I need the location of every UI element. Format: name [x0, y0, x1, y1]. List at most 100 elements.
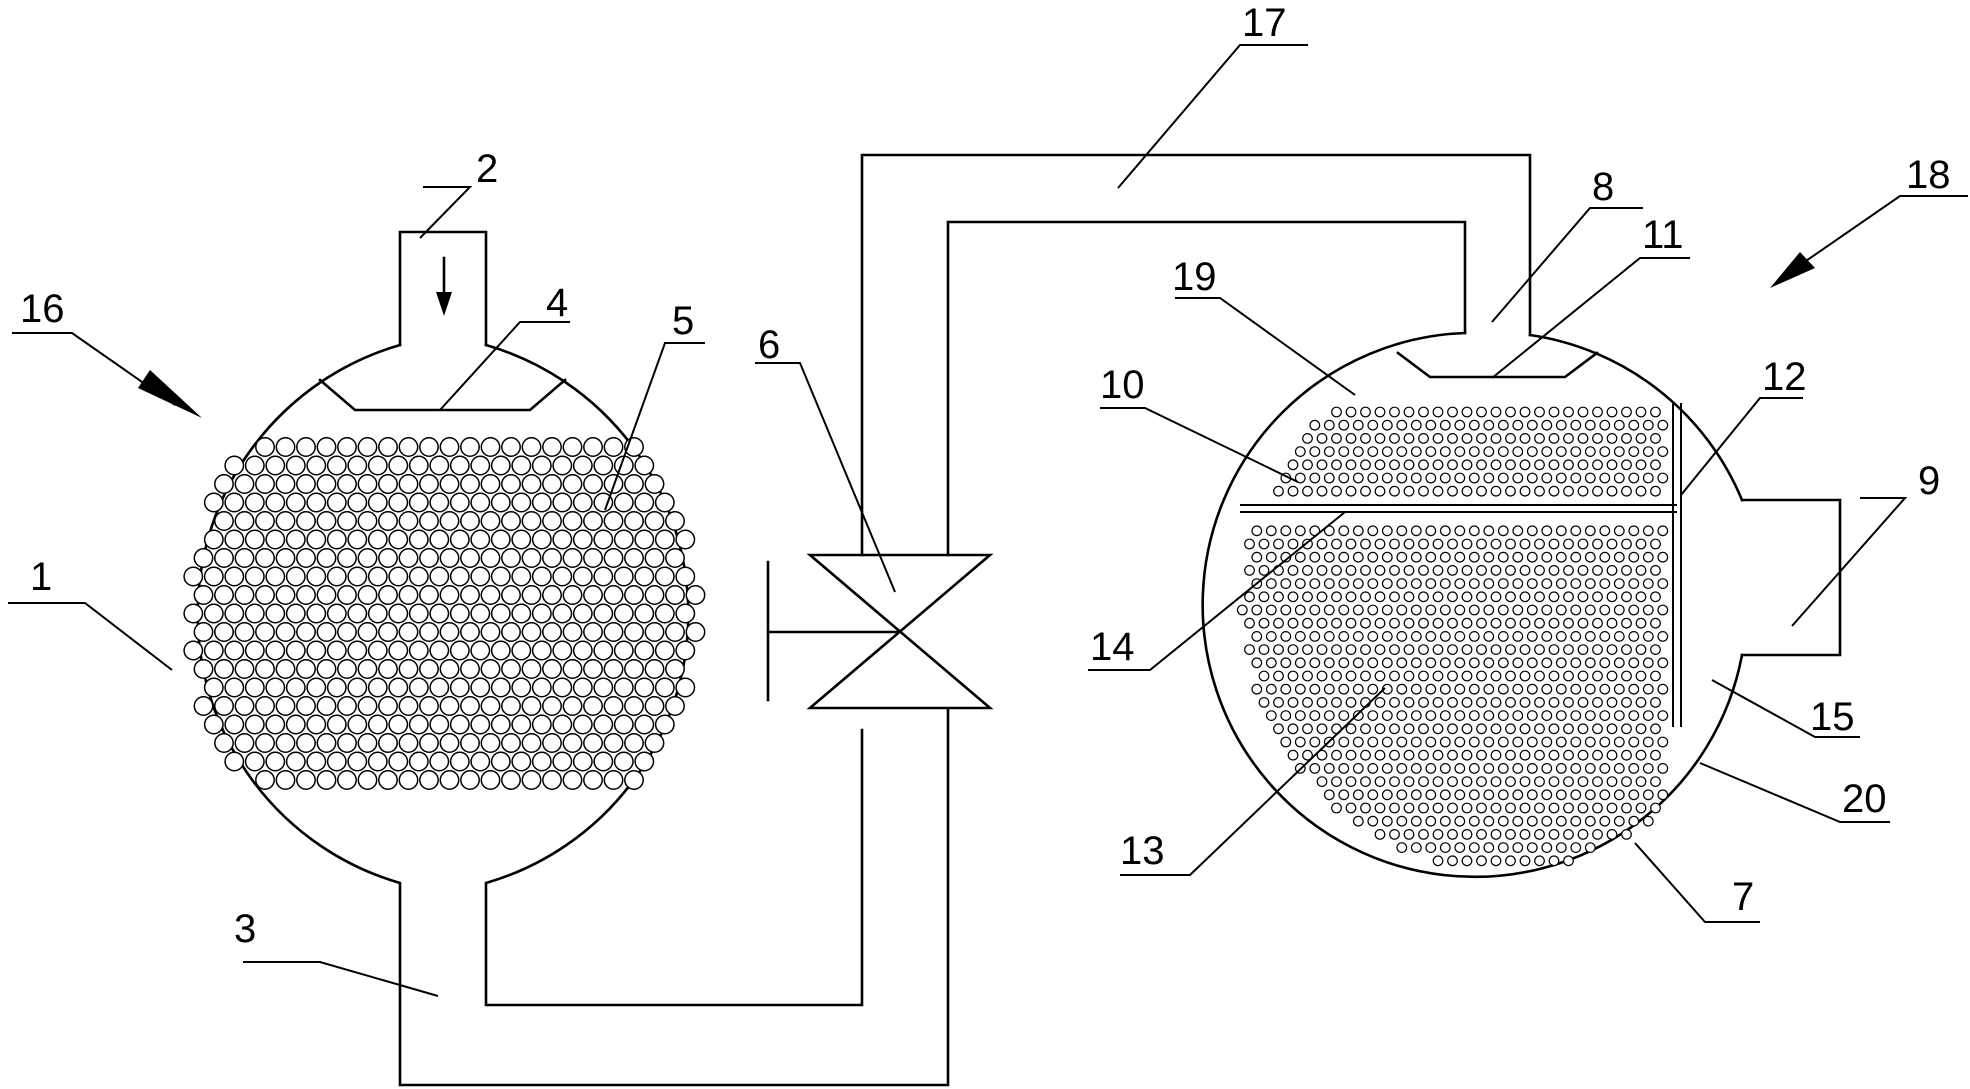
label-17: 17 — [1242, 1, 1287, 45]
tube — [1642, 578, 1654, 589]
tube — [1483, 631, 1495, 642]
tube — [460, 437, 480, 457]
tube — [1505, 802, 1516, 814]
tube — [511, 529, 532, 550]
tube — [1454, 472, 1466, 484]
tube — [1519, 591, 1531, 603]
tube — [1345, 802, 1357, 814]
tube — [460, 474, 480, 494]
tube — [296, 437, 316, 457]
tube — [398, 733, 419, 753]
tube — [1316, 485, 1328, 497]
valve-body — [806, 553, 994, 710]
tube — [1628, 710, 1640, 721]
tube — [1374, 697, 1386, 708]
tube — [1345, 670, 1357, 682]
tube — [1657, 710, 1669, 721]
tube — [470, 455, 491, 476]
label-12: 12 — [1762, 355, 1807, 399]
tube — [1461, 723, 1473, 735]
tube — [675, 529, 696, 550]
tube — [542, 659, 562, 679]
tube — [1345, 565, 1357, 576]
tube — [398, 437, 419, 457]
right-side-nozzle — [1740, 498, 1842, 657]
tube — [1512, 631, 1524, 642]
tube — [552, 566, 573, 587]
tube — [1461, 485, 1473, 497]
tube — [439, 585, 460, 605]
tube — [1483, 657, 1495, 669]
tube — [1418, 591, 1429, 603]
tube — [1468, 525, 1480, 537]
tube — [490, 455, 511, 476]
tube — [583, 733, 603, 753]
tube — [419, 622, 439, 642]
tube — [521, 548, 542, 568]
tube — [1389, 406, 1400, 418]
tube — [1657, 789, 1669, 801]
tube — [1461, 829, 1473, 840]
tube — [1505, 565, 1516, 576]
tube — [214, 585, 234, 605]
tube — [1570, 631, 1582, 642]
tube — [1273, 670, 1284, 682]
tube — [1273, 723, 1284, 735]
tube — [1512, 657, 1524, 669]
tube — [460, 770, 480, 790]
tube — [1389, 617, 1400, 629]
tube — [296, 659, 316, 679]
tube — [1432, 670, 1444, 682]
label-13: 13 — [1120, 829, 1165, 873]
tube — [1606, 644, 1618, 655]
tube — [1345, 406, 1357, 418]
tube — [1316, 538, 1328, 550]
tube — [419, 733, 439, 753]
tube — [1454, 683, 1466, 695]
tube — [1287, 617, 1299, 629]
tube — [265, 566, 286, 587]
tube — [490, 603, 511, 624]
tube — [1345, 591, 1357, 603]
tube — [1476, 749, 1487, 761]
tube — [1519, 802, 1531, 814]
tube — [265, 529, 286, 550]
tube — [1497, 657, 1509, 669]
tube — [1541, 736, 1553, 748]
tube — [583, 622, 603, 642]
tube — [501, 548, 521, 568]
tube — [552, 714, 573, 735]
tube — [367, 455, 388, 476]
tube — [1439, 419, 1451, 431]
tube — [1657, 763, 1669, 774]
tube — [1555, 419, 1567, 431]
tube — [1439, 472, 1451, 484]
tube — [531, 714, 552, 735]
tube — [367, 529, 388, 550]
tube — [1396, 472, 1408, 484]
tube — [1570, 578, 1582, 589]
tube — [1635, 459, 1647, 471]
label-20: 20 — [1842, 777, 1887, 821]
tube — [1621, 617, 1632, 629]
tube — [1497, 631, 1509, 642]
tube — [1396, 446, 1408, 458]
tube — [1635, 591, 1647, 603]
tube — [1418, 749, 1429, 761]
tube — [1432, 723, 1444, 735]
tube — [562, 622, 583, 642]
tube — [1454, 551, 1466, 563]
tube — [1468, 446, 1480, 458]
tube — [1541, 604, 1553, 616]
tube — [1468, 472, 1480, 484]
tube — [1381, 419, 1393, 431]
tube — [1642, 736, 1654, 748]
tube — [1461, 670, 1473, 682]
tube — [244, 455, 265, 476]
label-19: 19 — [1172, 255, 1217, 299]
tube — [1265, 683, 1277, 695]
label-16: 16 — [20, 287, 65, 331]
tube — [1657, 419, 1669, 431]
tube — [1570, 419, 1582, 431]
tube — [511, 677, 532, 698]
